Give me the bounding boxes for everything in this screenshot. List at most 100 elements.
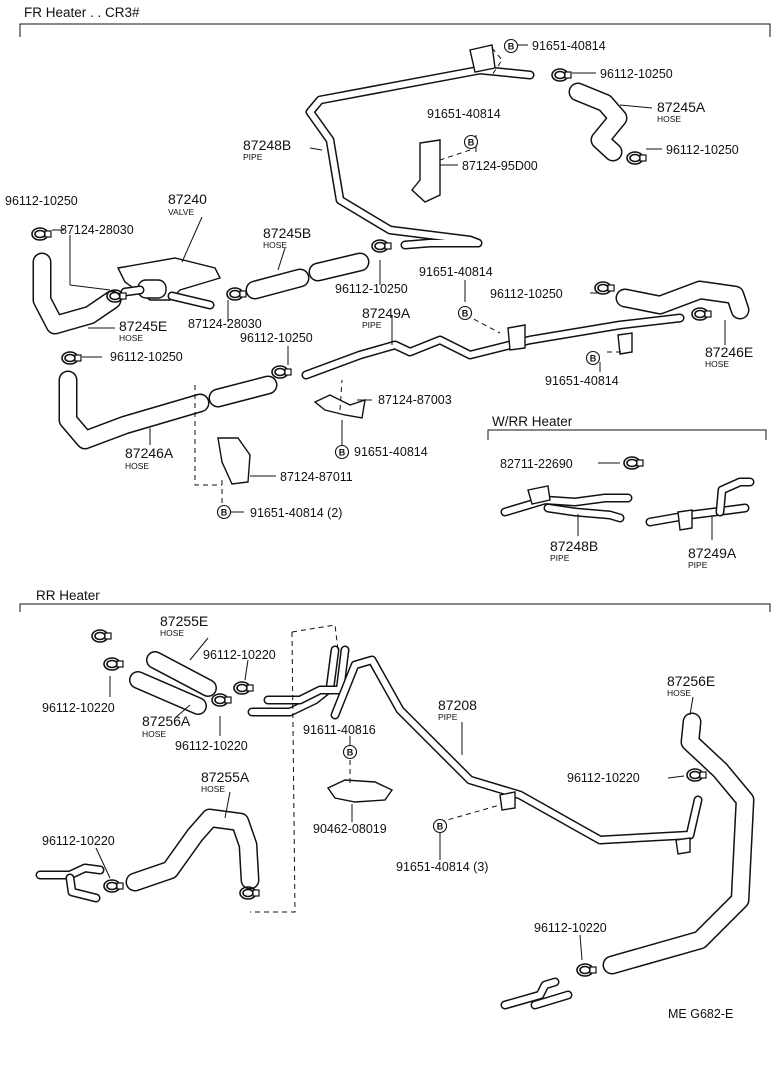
callout-96112-10220: 96112-10220 xyxy=(567,771,640,785)
callout-96112-10220: 96112-10220 xyxy=(534,921,607,935)
callout-87256a-sub: HOSE xyxy=(142,729,166,739)
callout-91651-40814: 91651-40814 xyxy=(545,374,619,388)
callout-87124-28030: 87124-28030 xyxy=(188,317,262,331)
callout-87255a-sub: HOSE xyxy=(201,784,225,794)
callout-87245e: 87245E xyxy=(119,318,167,334)
callout-96112-10250: 96112-10250 xyxy=(600,67,673,81)
bracket-87124-95d00 xyxy=(411,139,441,203)
callout-91651-40814: 91651-40814 xyxy=(427,107,501,121)
callout-87248b-sub: PIPE xyxy=(243,152,263,162)
callout-87256e: 87256E xyxy=(667,673,715,689)
callout-87256e-sub: HOSE xyxy=(667,688,691,698)
callout-96112-10250: 96112-10250 xyxy=(240,331,313,345)
section-title-rr-heater: RR Heater xyxy=(36,588,100,603)
callout-87240: 87240 xyxy=(168,191,207,207)
pipe-87249a xyxy=(301,313,685,380)
callout-96112-10250: 96112-10250 xyxy=(666,143,739,157)
bolt-symbol-letters: B B B B B B xyxy=(221,42,597,518)
w-rr-heater-frame xyxy=(487,429,767,440)
callout-87246e: 87246E xyxy=(705,344,753,360)
callout-87248b: 87248B xyxy=(243,137,291,153)
callout-96112-10250: 96112-10250 xyxy=(490,287,563,301)
callout-87208-sub: PIPE xyxy=(438,712,458,722)
callout-96112-10220: 96112-10220 xyxy=(203,648,276,662)
callout-87255e: 87255E xyxy=(160,613,208,629)
callout-87245e-sub: HOSE xyxy=(119,333,143,343)
rr-leader-lines xyxy=(95,637,694,961)
fr-heater-frame xyxy=(19,23,771,37)
bracket-right-1 xyxy=(507,324,526,351)
w-pipe-87248b xyxy=(500,485,633,523)
hose-87246e xyxy=(615,280,750,320)
rr-bottom-pipe xyxy=(500,977,573,1010)
hose-87245b xyxy=(245,252,370,300)
callout-87245a: 87245A xyxy=(657,99,706,115)
callout-91651-40814-3: 91651-40814 (3) xyxy=(396,860,488,874)
figure-code: ME G682-E xyxy=(668,1007,733,1021)
rr-hose-87255e xyxy=(129,651,217,715)
callout-87255e-sub: HOSE xyxy=(160,628,184,638)
svg-text:B: B xyxy=(462,309,469,319)
valve-87240 xyxy=(116,257,221,310)
section-title-fr-heater: FR Heater . . CR3# xyxy=(24,5,140,20)
callout-87246e-sub: HOSE xyxy=(705,359,729,369)
w-leader-lines xyxy=(577,462,713,540)
callout-87255a: 87255A xyxy=(201,769,250,785)
hose-87245e xyxy=(32,252,122,335)
rr-pipe-87208 xyxy=(330,655,703,855)
hose-87246a xyxy=(58,370,278,450)
callout-87246a-sub: HOSE xyxy=(125,461,149,471)
callout-w-87249a-sub: PIPE xyxy=(688,560,708,570)
callout-87124-95d00: 87124-95D00 xyxy=(462,159,538,173)
fr-dashed-lines xyxy=(194,47,622,505)
svg-text:B: B xyxy=(437,822,444,832)
callout-91651-40814: 91651-40814 xyxy=(419,265,493,279)
callout-87246a: 87246A xyxy=(125,445,174,461)
callout-82711-22690: 82711-22690 xyxy=(500,457,573,471)
callout-87256a: 87256A xyxy=(142,713,191,729)
callout-96112-10220: 96112-10220 xyxy=(42,701,115,715)
callout-96112-10250: 96112-10250 xyxy=(5,194,78,208)
callout-87249a: 87249A xyxy=(362,305,411,321)
rr-bracket-08019 xyxy=(326,779,394,803)
rr-heater-frame xyxy=(19,603,771,612)
callout-91651-40814: 91651-40814 xyxy=(532,39,606,53)
svg-text:B: B xyxy=(339,448,346,458)
w-pipe-87249a xyxy=(645,477,755,531)
callout-87124-87011: 87124-87011 xyxy=(280,470,353,484)
svg-text:B: B xyxy=(347,748,354,758)
callout-87124-28030: 87124-28030 xyxy=(60,223,134,237)
svg-text:B: B xyxy=(590,354,597,364)
callout-87245a-sub: HOSE xyxy=(657,114,681,124)
rr-pipe-assembly xyxy=(247,645,350,717)
rr-bolt-symbol-letters: B B xyxy=(347,748,444,832)
bracket-right-2 xyxy=(617,332,633,355)
callout-96112-10250: 96112-10250 xyxy=(335,282,408,296)
callout-91611-40816: 91611-40816 xyxy=(303,723,376,737)
svg-text:B: B xyxy=(221,508,228,518)
callout-87245b: 87245B xyxy=(263,225,311,241)
rr-left-pipe xyxy=(35,863,105,903)
callout-87124-87003: 87124-87003 xyxy=(378,393,452,407)
bracket-top xyxy=(469,44,496,73)
bracket-87124-87011 xyxy=(217,437,251,485)
callout-96112-10220: 96112-10220 xyxy=(42,834,115,848)
callout-87208: 87208 xyxy=(438,697,477,713)
callout-87249a-sub: PIPE xyxy=(362,320,382,330)
callout-w-87249a: 87249A xyxy=(688,545,737,561)
svg-text:B: B xyxy=(468,138,475,148)
rr-hose-87255a xyxy=(125,808,260,892)
callout-91651-40814: 91651-40814 xyxy=(354,445,428,459)
fr-leader-lines xyxy=(52,44,726,513)
callout-96112-10250: 96112-10250 xyxy=(110,350,183,364)
section-title-w-rr-heater: W/RR Heater xyxy=(492,414,573,429)
callout-91651-40814-2: 91651-40814 (2) xyxy=(250,506,342,520)
rr-dashed-lines xyxy=(250,624,501,913)
rr-hose-87256e xyxy=(602,712,755,975)
w-clamp-icon xyxy=(623,456,644,470)
callout-87240-sub: VALVE xyxy=(168,207,194,217)
callout-90462-08019: 90462-08019 xyxy=(313,822,387,836)
callout-87245b-sub: HOSE xyxy=(263,240,287,250)
hose-87245a xyxy=(568,82,628,162)
